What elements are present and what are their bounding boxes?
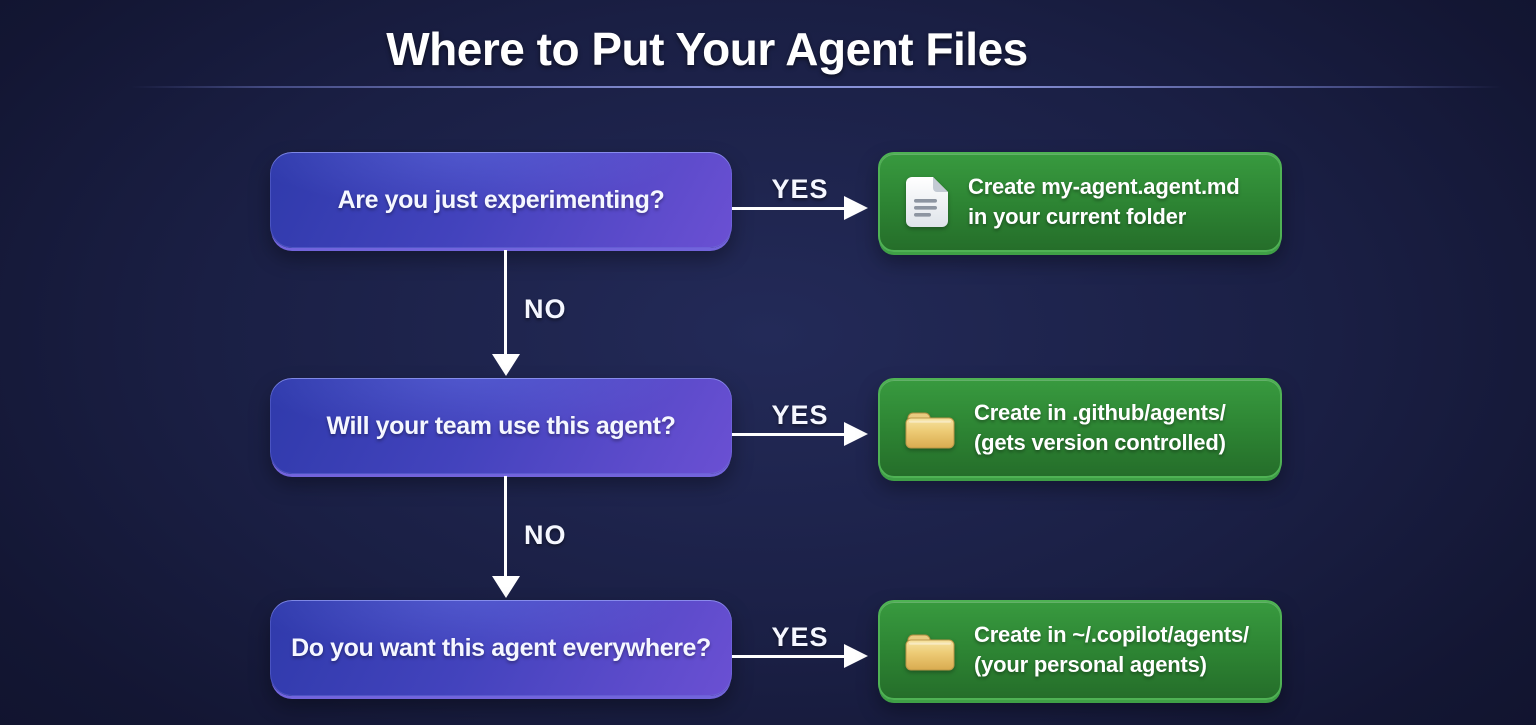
decision-box-team-use: Will your team use this agent? (270, 378, 732, 474)
result-line-1: Create in .github/agents/ (974, 400, 1226, 425)
yes-arrow: YES (732, 400, 868, 460)
decision-question: Do you want this agent everywhere? (291, 633, 711, 662)
title-divider (130, 86, 1502, 88)
flow-row-1: Are you just experimenting? YES (0, 152, 1536, 252)
flow-row-3: Do you want this agent everywhere? YES (0, 600, 1536, 700)
no-arrow: NO (491, 476, 567, 598)
arrow-head-down-icon (491, 576, 520, 598)
result-line-1: Create in ~/.copilot/agents/ (974, 622, 1249, 647)
result-line-2: (gets version controlled) (974, 430, 1226, 455)
yes-label: YES (771, 622, 829, 652)
result-line-2: in your current folder (968, 204, 1187, 229)
result-box-copilot-agents: Create in ~/.copilot/agents/ (your perso… (878, 600, 1282, 700)
yes-label: YES (771, 400, 829, 430)
arrow-line (732, 433, 846, 436)
arrow-head-right-icon (844, 422, 868, 446)
arrow-line (504, 250, 507, 356)
yes-label: YES (771, 174, 829, 204)
arrow-head-right-icon (844, 196, 868, 220)
arrow-head-right-icon (844, 644, 868, 668)
decision-box-agent-everywhere: Do you want this agent everywhere? (270, 600, 732, 696)
no-arrow: NO (491, 250, 567, 376)
result-text: Create in .github/agents/ (gets version … (974, 398, 1226, 458)
page-title: Where to Put Your Agent Files (386, 23, 1028, 75)
decision-question: Will your team use this agent? (326, 411, 676, 440)
result-line-2: (your personal agents) (974, 652, 1207, 677)
decision-box-experimenting: Are you just experimenting? (270, 152, 732, 248)
result-text: Create my-agent.agent.md in your current… (968, 172, 1240, 232)
folder-icon (905, 412, 955, 449)
decision-question: Are you just experimenting? (337, 185, 665, 214)
document-icon (906, 177, 948, 227)
result-line-1: Create my-agent.agent.md (968, 174, 1240, 199)
arrow-line (504, 476, 507, 578)
result-box-current-folder: Create my-agent.agent.md in your current… (878, 152, 1282, 252)
folder-icon (905, 634, 955, 671)
result-box-github-agents: Create in .github/agents/ (gets version … (878, 378, 1282, 478)
flow-row-2: Will your team use this agent? YES (0, 378, 1536, 478)
arrow-line (732, 655, 846, 658)
arrow-head-down-icon (491, 354, 520, 376)
result-text: Create in ~/.copilot/agents/ (your perso… (974, 620, 1249, 680)
no-label: NO (524, 520, 567, 550)
yes-arrow: YES (732, 174, 868, 234)
no-label: NO (524, 294, 567, 324)
yes-arrow: YES (732, 622, 868, 682)
arrow-line (732, 207, 846, 210)
